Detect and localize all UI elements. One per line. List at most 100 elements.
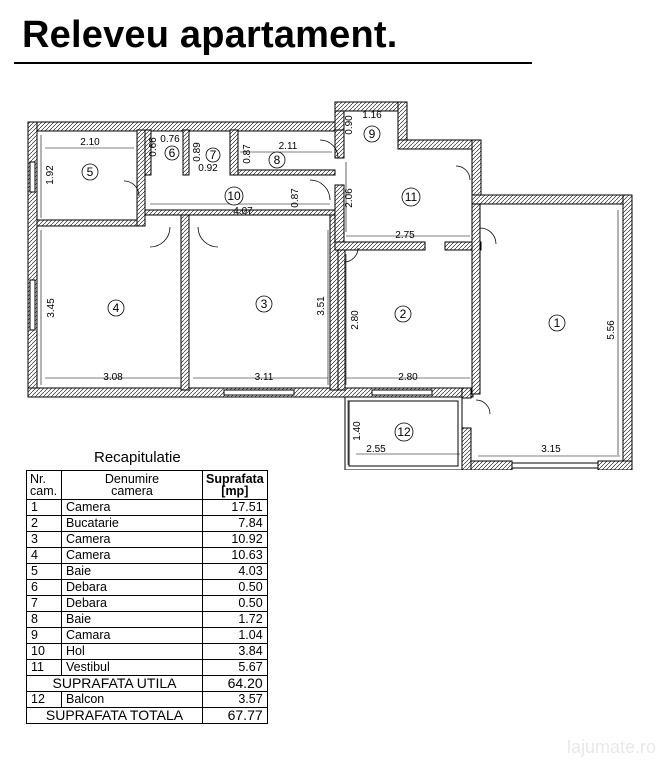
dimension-label: 0.90 (344, 115, 355, 135)
room-area: 0.50 (202, 579, 268, 596)
room-area: 10.92 (202, 531, 268, 548)
dimension-label: 0.87 (242, 144, 253, 164)
window (371, 389, 433, 396)
window (29, 279, 36, 331)
wall (461, 387, 472, 399)
room-nr: 5 (26, 563, 62, 580)
wall (597, 460, 633, 470)
window (511, 462, 599, 469)
room-area: 4.03 (202, 563, 268, 580)
recap-table: Nr. cam. Denumire camera Suprafata [mp] … (26, 470, 268, 724)
dimension-label: 3.51 (316, 296, 327, 316)
wall (471, 194, 633, 205)
balcony-name: Balcon (61, 691, 203, 708)
recap-util-row: SUPRAFATA UTILA 64.20 (26, 675, 268, 692)
dimension-label: 1.16 (362, 110, 382, 121)
room-name: Vestibul (61, 659, 203, 676)
door-arc (479, 227, 497, 245)
door-arc (197, 226, 219, 248)
room-number: 10 (227, 189, 241, 203)
room-nr: 11 (26, 659, 62, 676)
room-number: 7 (210, 148, 217, 162)
room-nr: 7 (26, 595, 62, 612)
room-marker (401, 187, 421, 207)
door-arc (475, 399, 491, 415)
wall (237, 169, 336, 176)
dimension-label: 3.08 (103, 372, 123, 383)
window (29, 161, 36, 193)
room-nr: 10 (26, 643, 62, 660)
wall (136, 129, 146, 227)
dimension-label: 3.11 (255, 372, 274, 383)
room-marker (363, 125, 381, 143)
balcony-outline (348, 400, 459, 467)
util-value: 64.20 (202, 675, 268, 692)
room-name: Hol (61, 643, 203, 660)
recap-heading: Recapitulatie (94, 449, 181, 466)
dimension-label: 0.89 (192, 142, 203, 162)
dimension-label: 2.55 (366, 444, 386, 455)
dimension-label: 2.80 (398, 372, 418, 383)
room-name: Bucatarie (61, 515, 203, 532)
wall (180, 214, 190, 391)
room-name: Camera (61, 531, 203, 548)
room-marker (394, 422, 414, 442)
room-nr: 8 (26, 611, 62, 628)
wall (144, 129, 152, 176)
room-name: Camera (61, 499, 203, 516)
dimension-label: 3.15 (541, 444, 561, 455)
room-name: Camara (61, 627, 203, 644)
dimension-label: 2.80 (350, 310, 361, 330)
dimension-label: 2.75 (395, 230, 415, 241)
total-value: 67.77 (202, 707, 268, 724)
room-area: 7.84 (202, 515, 268, 532)
wall (334, 184, 345, 248)
room-area: 17.51 (202, 499, 268, 516)
door-arc (123, 180, 140, 197)
wall (622, 194, 633, 470)
room-area: 3.84 (202, 643, 268, 660)
room-nr: 3 (26, 531, 62, 548)
room-marker (548, 314, 566, 332)
dimension-label: 1.40 (352, 421, 363, 441)
dimension-label: 2.06 (344, 188, 355, 208)
dimension-label: 0.87 (290, 188, 301, 208)
dimension-label: 3.45 (46, 298, 57, 318)
room-number: 11 (405, 190, 418, 204)
room-number: 3 (261, 297, 268, 311)
dimension-label: 0.66 (148, 137, 159, 157)
floor-plan: 5 6 7 8 9 10 11 4 3 2 1 12 2.10 1.92 0.7… (27, 101, 633, 470)
balcony-area: 3.57 (202, 691, 268, 708)
wall (182, 129, 190, 176)
room-marker (107, 299, 125, 317)
balcony-outline (344, 396, 463, 470)
room-nr: 9 (26, 627, 62, 644)
room-marker (164, 145, 180, 161)
wall (334, 129, 345, 159)
room-area: 10.63 (202, 547, 268, 564)
room-number: 1 (554, 316, 561, 330)
room-nr: 2 (26, 515, 62, 532)
room-nr: 6 (26, 579, 62, 596)
dimension-label: 0.76 (160, 134, 180, 145)
door-arc (309, 179, 331, 201)
dimension-label: 2.11 (279, 141, 298, 152)
room-number: 2 (400, 307, 407, 321)
total-label: SUPRAFATA TOTALA (26, 707, 203, 724)
room-number: 9 (369, 127, 376, 141)
door-arc (149, 226, 171, 248)
room-number: 12 (397, 425, 411, 439)
title-underline (14, 62, 532, 64)
wall (444, 241, 482, 251)
room-name: Camera (61, 547, 203, 564)
wall (461, 427, 472, 470)
